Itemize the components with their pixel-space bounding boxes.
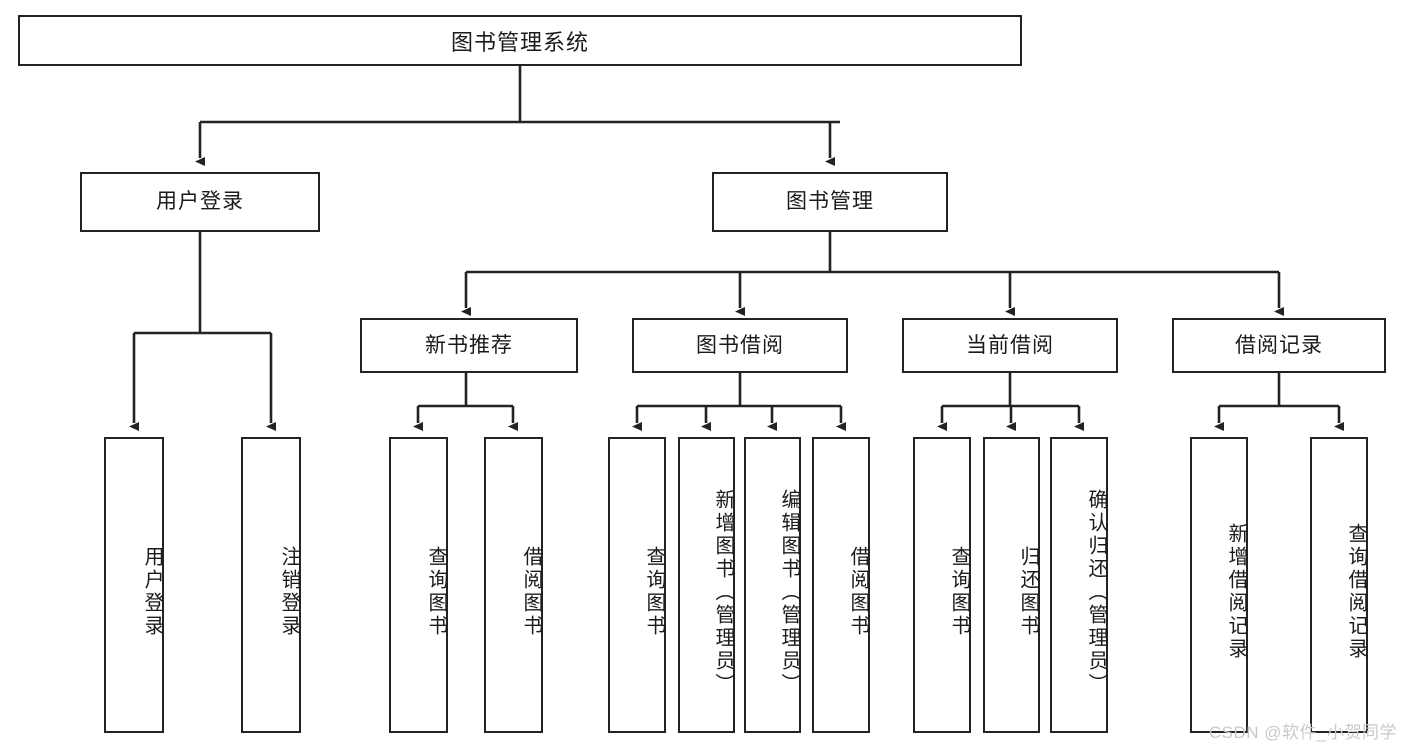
node-book-management[interactable]: 图书管理 (712, 172, 948, 232)
node-user-login[interactable]: 用户登录 (80, 172, 320, 232)
leaf-edit-book-admin[interactable]: 编辑图书（管理员） (744, 437, 801, 733)
leaf-query-book-current[interactable]: 查询图书 (913, 437, 971, 733)
node-new-book-recommend[interactable]: 新书推荐 (360, 318, 578, 373)
node-current-borrow[interactable]: 当前借阅 (902, 318, 1118, 373)
leaf-confirm-return-admin[interactable]: 确认归还（管理员） (1050, 437, 1108, 733)
leaf-borrow-book[interactable]: 借阅图书 (812, 437, 870, 733)
leaf-query-borrow-record[interactable]: 查询借阅记录 (1310, 437, 1368, 733)
leaf-add-borrow-record[interactable]: 新增借阅记录 (1190, 437, 1248, 733)
leaf-borrow-book-new[interactable]: 借阅图书 (484, 437, 543, 733)
leaf-query-book-new[interactable]: 查询图书 (389, 437, 448, 733)
leaf-user-login[interactable]: 用户登录 (104, 437, 164, 733)
leaf-query-book-borrow[interactable]: 查询图书 (608, 437, 666, 733)
leaf-return-book[interactable]: 归还图书 (983, 437, 1040, 733)
csdn-watermark: CSDN @软件_小贺同学 (1208, 723, 1397, 742)
node-book-borrow[interactable]: 图书借阅 (632, 318, 848, 373)
node-root-system[interactable]: 图书管理系统 (18, 15, 1022, 66)
node-borrow-record[interactable]: 借阅记录 (1172, 318, 1386, 373)
leaf-logout[interactable]: 注销登录 (241, 437, 301, 733)
leaf-add-book-admin[interactable]: 新增图书（管理员） (678, 437, 735, 733)
